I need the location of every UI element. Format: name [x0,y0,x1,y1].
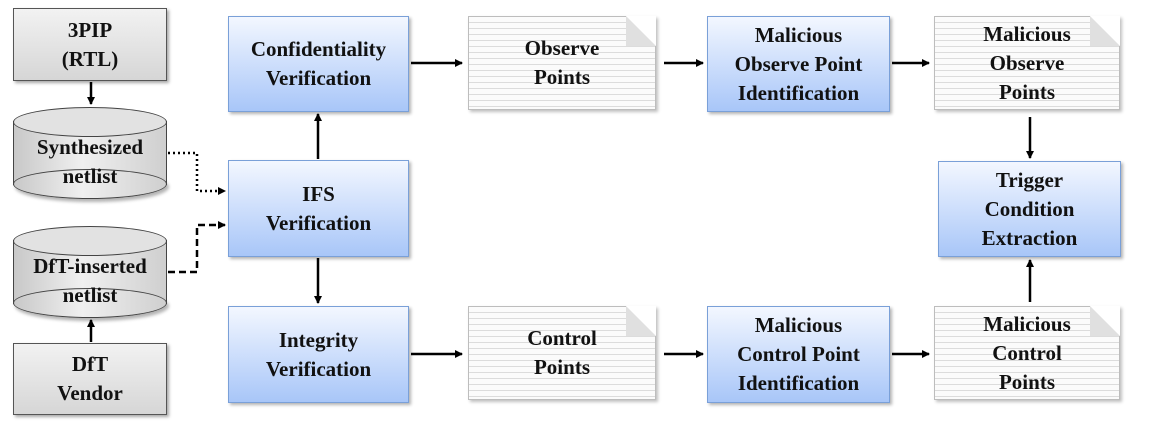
trigger-condition-extraction-box: Trigger Condition Extraction [938,161,1121,257]
arrow-synthesized-to-ifs [168,151,226,195]
synthesized-netlist-label: Synthesized netlist [36,135,144,188]
confidentiality-verification-box: Confidentiality Verification [228,16,409,112]
malicious-control-points-document: Malicious Control Points [934,306,1120,400]
malicious-observe-point-identification-box: Malicious Observe Point Identification [707,16,890,112]
malicious-control-point-identification-box: Malicious Control Point Identification [707,306,890,403]
control-points-label: Control Points [527,326,597,379]
dft-vendor-box: DfT Vendor [13,343,167,415]
integrity-verification-box: Integrity Verification [228,306,409,403]
dft-inserted-netlist-label: DfT-inserted netlist [33,254,147,307]
malicious-observe-points-label: Malicious Observe Points [983,21,1071,104]
malicious-observe-points-document: Malicious Observe Points [934,16,1120,110]
synthesized-netlist-cylinder: Synthesized netlist [13,107,167,199]
malicious-control-points-label: Malicious Control Points [983,311,1071,394]
3pip-rtl-box: 3PIP (RTL) [13,8,167,81]
observe-points-document: Observe Points [468,16,656,110]
ifs-verification-box: IFS Verification [228,160,409,257]
arrow-dft-inserted-to-ifs [168,221,226,274]
dft-inserted-netlist-cylinder: DfT-inserted netlist [13,226,167,318]
control-points-document: Control Points [468,306,656,400]
observe-points-label: Observe Points [524,36,600,89]
